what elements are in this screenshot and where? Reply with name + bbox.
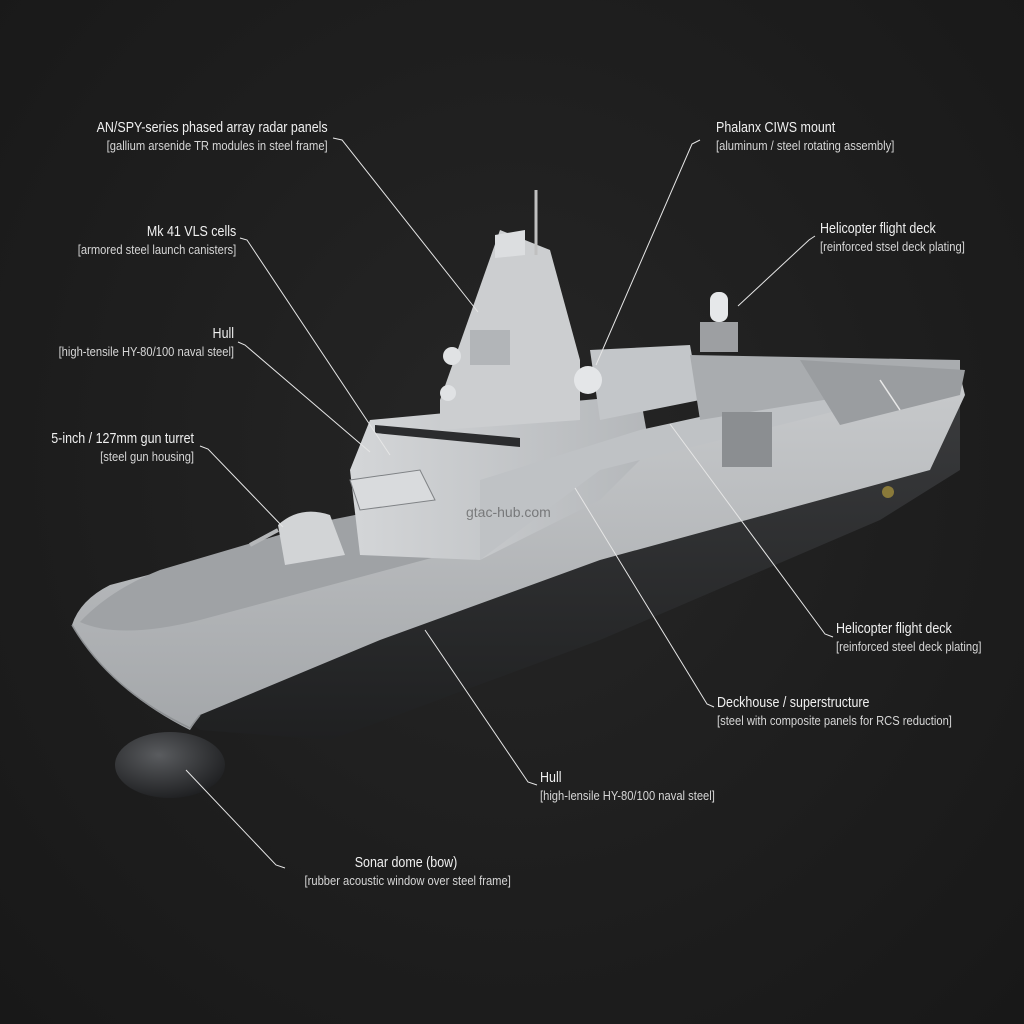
- callout-material: [reinforced steel deck plating]: [836, 639, 982, 654]
- callout-material: [rubber acoustic window over steel frame…: [304, 873, 511, 888]
- callout-hull-left: Hull [high-tensile HY-80/100 naval steel…: [59, 326, 234, 360]
- callout-vls-cells: Mk 41 VLS cells [armored steel launch ca…: [78, 224, 236, 258]
- callout-title: Mk 41 VLS cells: [146, 224, 236, 240]
- callout-material: [armored steel launch canisters]: [77, 242, 236, 257]
- helicopter-deck: [800, 360, 965, 425]
- callout-title: AN/SPY-series phased array radar panels: [96, 120, 328, 136]
- callout-hull-bottom: Hull [high-lensile HY-80/100 naval steel…: [540, 770, 715, 804]
- callout-title: 5-inch / 127mm gun turret: [51, 431, 194, 447]
- callout-title: Helicopter flight deck: [820, 221, 936, 237]
- watermark: gtac-hub.com: [466, 504, 551, 520]
- callout-deckhouse: Deckhouse / superstructure [steel with c…: [717, 695, 952, 729]
- callout-title: Hull: [212, 326, 234, 342]
- callout-sonar-dome: Sonar dome (bow) [rubber acoustic window…: [304, 855, 511, 889]
- callout-title: Helicopter flight deck: [836, 621, 952, 637]
- callout-material: [high-tensile HY-80/100 naval steel]: [58, 344, 234, 359]
- callout-title: Phalanx CIWS mount: [716, 120, 836, 136]
- callout-gun-turret: 5-inch / 127mm gun turret [steel gun hou…: [51, 431, 194, 465]
- vls-cells: [349, 469, 436, 511]
- bridge-windows: [375, 425, 520, 447]
- callout-material: [steel with composite panels for RCS red…: [717, 713, 952, 728]
- callout-helicopter-deck-right: Helicopter flight deck [reinforced steel…: [836, 621, 981, 655]
- leader-lines: [185, 137, 834, 869]
- callout-title: Sonar dome (bow): [354, 855, 458, 871]
- callout-title: Deckhouse / superstructure: [717, 695, 870, 711]
- callout-material: [gallium arsenide TR modules in steel fr…: [106, 138, 328, 153]
- radar-tower: [440, 190, 602, 430]
- propeller: [882, 486, 894, 498]
- callout-title: Hull: [540, 770, 562, 786]
- callout-radar-panels: AN/SPY-series phased array radar panels …: [97, 120, 328, 154]
- ciws-mount: [700, 292, 738, 352]
- callout-helicopter-deck-top: Helicopter flight deck [reinforced stsel…: [820, 221, 965, 255]
- gun-turret: [249, 511, 345, 565]
- callout-material: [high-lensile HY-80/100 naval steel]: [540, 788, 715, 803]
- callout-phalanx-ciws: Phalanx CIWS mount [aluminum / steel rot…: [716, 120, 894, 154]
- callout-material: [reinforced stsel deck plating]: [820, 239, 965, 254]
- sonar-dome: [115, 732, 225, 798]
- callout-material: [aluminum / steel rotating assembly]: [716, 138, 895, 153]
- callout-material: [steel gun housing]: [100, 449, 194, 464]
